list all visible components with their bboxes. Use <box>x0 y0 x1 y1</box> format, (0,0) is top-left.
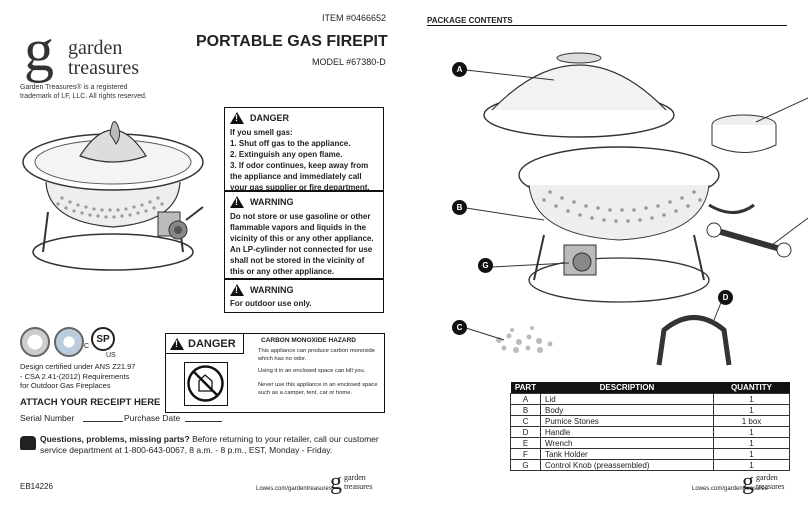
purchase-date-label: Purchase Date <box>124 413 181 423</box>
document-code: EB14226 <box>20 482 53 491</box>
questions-text: Questions, problems, missing parts? Befo… <box>40 434 379 455</box>
csa-mark-icon: C SP US <box>84 325 122 359</box>
phone-icon <box>20 436 36 450</box>
serial-number-label: Serial Number <box>20 413 75 423</box>
trademark-text: Garden Treasures® is a registered tradem… <box>20 84 147 100</box>
co-hazard-text-2: Using it in an enclosed space can kill y… <box>258 368 366 374</box>
page-title: PORTABLE GAS FIREPIT <box>196 33 388 50</box>
warning-heading: WARNING <box>230 196 378 208</box>
callout-g: G <box>478 258 493 273</box>
warning-triangle-icon <box>230 112 244 124</box>
parts-illustration <box>465 52 808 366</box>
co-hazard-text-1: This appliance can produce carbon monoxi… <box>258 348 375 362</box>
attach-receipt-heading: ATTACH YOUR RECEIPT HERE <box>20 397 161 408</box>
danger-co-header: DANGER <box>166 334 244 354</box>
logo-g: g <box>24 17 54 83</box>
column-header: QUANTITY <box>713 382 790 394</box>
danger-heading: DANGER <box>230 112 378 124</box>
energy-seal-icon <box>54 327 84 357</box>
warning-triangle-icon <box>230 196 244 208</box>
no-enclosed-space-icon <box>184 362 228 406</box>
certification-seal-icon <box>20 327 50 357</box>
warning-triangle-icon <box>230 284 244 296</box>
logo-word-garden: garden <box>68 37 123 59</box>
parts-table-header: PART DESCRIPTION QUANTITY <box>510 382 790 394</box>
left-page: ITEM #0466652 g garden treasures PORTABL… <box>0 0 404 510</box>
callout-d: D <box>718 290 733 305</box>
certification-text: Design certified under ANS Z21.97 - CSA … <box>20 362 136 390</box>
serial-number-line <box>83 421 123 422</box>
brand-logo: g garden treasures <box>20 20 190 85</box>
danger-gas-text: If you smell gas:1. Shut off gas to the … <box>230 128 370 192</box>
column-header: PART <box>510 382 541 394</box>
lowes-url: Lowes.com/gardentreasures <box>256 486 332 492</box>
firepit-illustration <box>22 121 204 271</box>
item-number: ITEM #0466652 <box>322 13 387 23</box>
model-number: MODEL #67380-D <box>312 57 386 67</box>
warning-heading: WARNING <box>230 284 378 296</box>
column-header: DESCRIPTION <box>540 382 714 394</box>
danger-box-co: DANGER CARBON MONOXIDE HAZARD This appli… <box>165 333 385 413</box>
warning-triangle-icon <box>170 337 184 350</box>
co-hazard-text-3: Never use this appliance in an enclosed … <box>258 382 378 396</box>
logo-word-treasures: treasures <box>68 57 140 79</box>
lowes-url: Lowes.com/gardentreasures <box>692 486 768 492</box>
callout-a: A <box>452 62 467 77</box>
warning-box-flammable: WARNING Do not store or use gasoline or … <box>224 191 384 279</box>
danger-box-gas: DANGER If you smell gas:1. Shut off gas … <box>224 107 384 192</box>
heading-rule <box>427 25 787 26</box>
package-contents-heading: PACKAGE CONTENTS <box>427 16 513 25</box>
warning-box-outdoor: WARNING For outdoor use only. <box>224 279 384 313</box>
callout-b: B <box>452 200 467 215</box>
co-hazard-title: CARBON MONOXIDE HAZARD <box>261 337 356 344</box>
right-page: PACKAGE CONTENTS <box>404 0 808 510</box>
callout-c: C <box>452 320 467 335</box>
warning-outdoor-text: For outdoor use only. <box>230 299 312 308</box>
purchase-date-line <box>185 421 222 422</box>
